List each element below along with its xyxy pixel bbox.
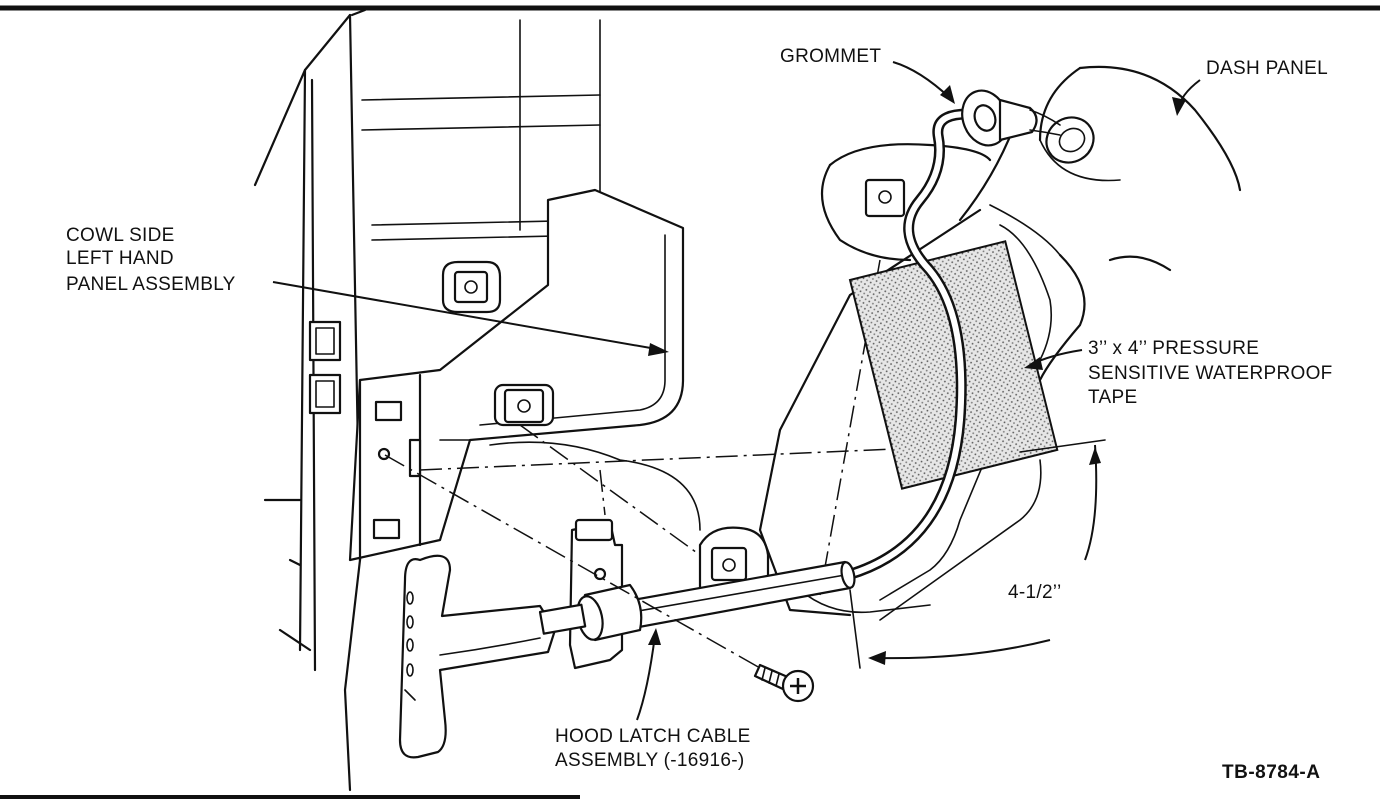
label-dimension: 4-1/2’’ [1008,582,1062,603]
label-cable-line1: HOOD LATCH CABLE [555,726,751,747]
label-tape-line3: TAPE [1088,387,1137,408]
mounting-screw [384,454,815,703]
cowl-side-panel [348,188,701,562]
label-cowl-side-line2: LEFT HAND [66,248,174,269]
grommet [961,89,1061,147]
label-cable-line2: ASSEMBLY (-16916-) [555,750,745,771]
hood-latch-cable [603,108,986,634]
clip-nut-upper-left [441,260,502,314]
dimension-arrow [849,439,1106,669]
label-cowl-side-line1: COWL SIDE [66,225,175,246]
dash-panel-hole [1045,116,1095,164]
label-grommet: GROMMET [780,46,881,67]
clip-nut-upper-right [864,178,906,218]
label-dash-panel: DASH PANEL [1206,58,1328,79]
clip-nut-lower [698,526,770,592]
label-cowl-side-line3: PANEL ASSEMBLY [66,274,236,295]
label-tape-line1: 3’’ x 4’’ PRESSURE [1088,338,1259,359]
leader-lines [272,61,1201,721]
page-border [0,5,1380,799]
figure-id: TB-8784-A [1222,762,1320,783]
pillar-square-openings [308,320,342,415]
label-tape-line2: SENSITIVE WATERPROOF [1088,363,1333,384]
t-handle [398,554,587,759]
panel-slots [372,400,422,540]
clip-nut-middle [493,383,555,427]
